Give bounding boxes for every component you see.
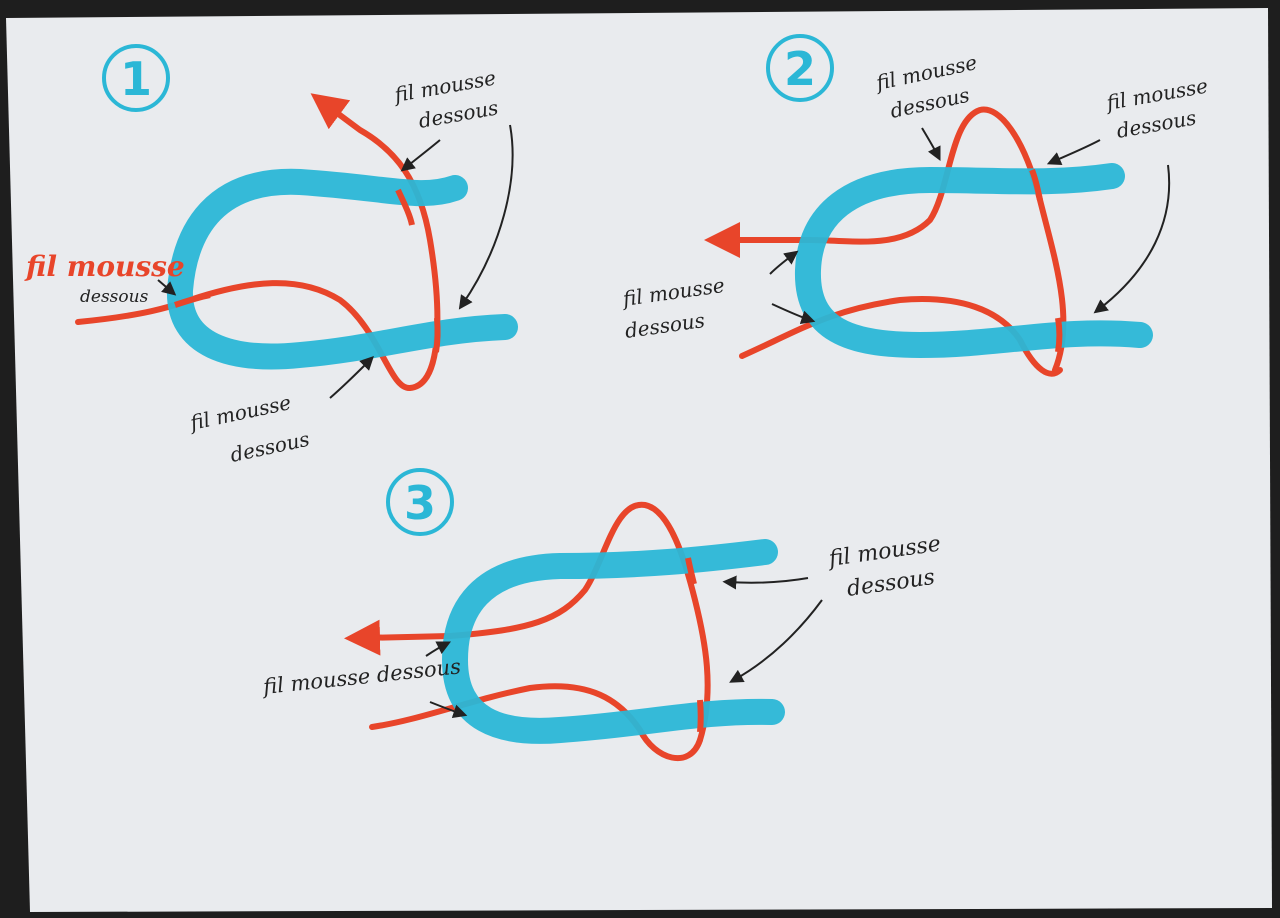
red-yarn-over (700, 700, 701, 732)
step-number: 2 (784, 42, 816, 96)
red-yarn-over (436, 318, 438, 352)
label-dessous: dessous (80, 287, 149, 307)
paper-sheet (6, 8, 1272, 912)
title-fil-mousse: fil mousse (24, 250, 185, 283)
red-yarn-over (1058, 318, 1060, 352)
step-number: 3 (404, 476, 436, 530)
step-number: 1 (120, 52, 152, 106)
